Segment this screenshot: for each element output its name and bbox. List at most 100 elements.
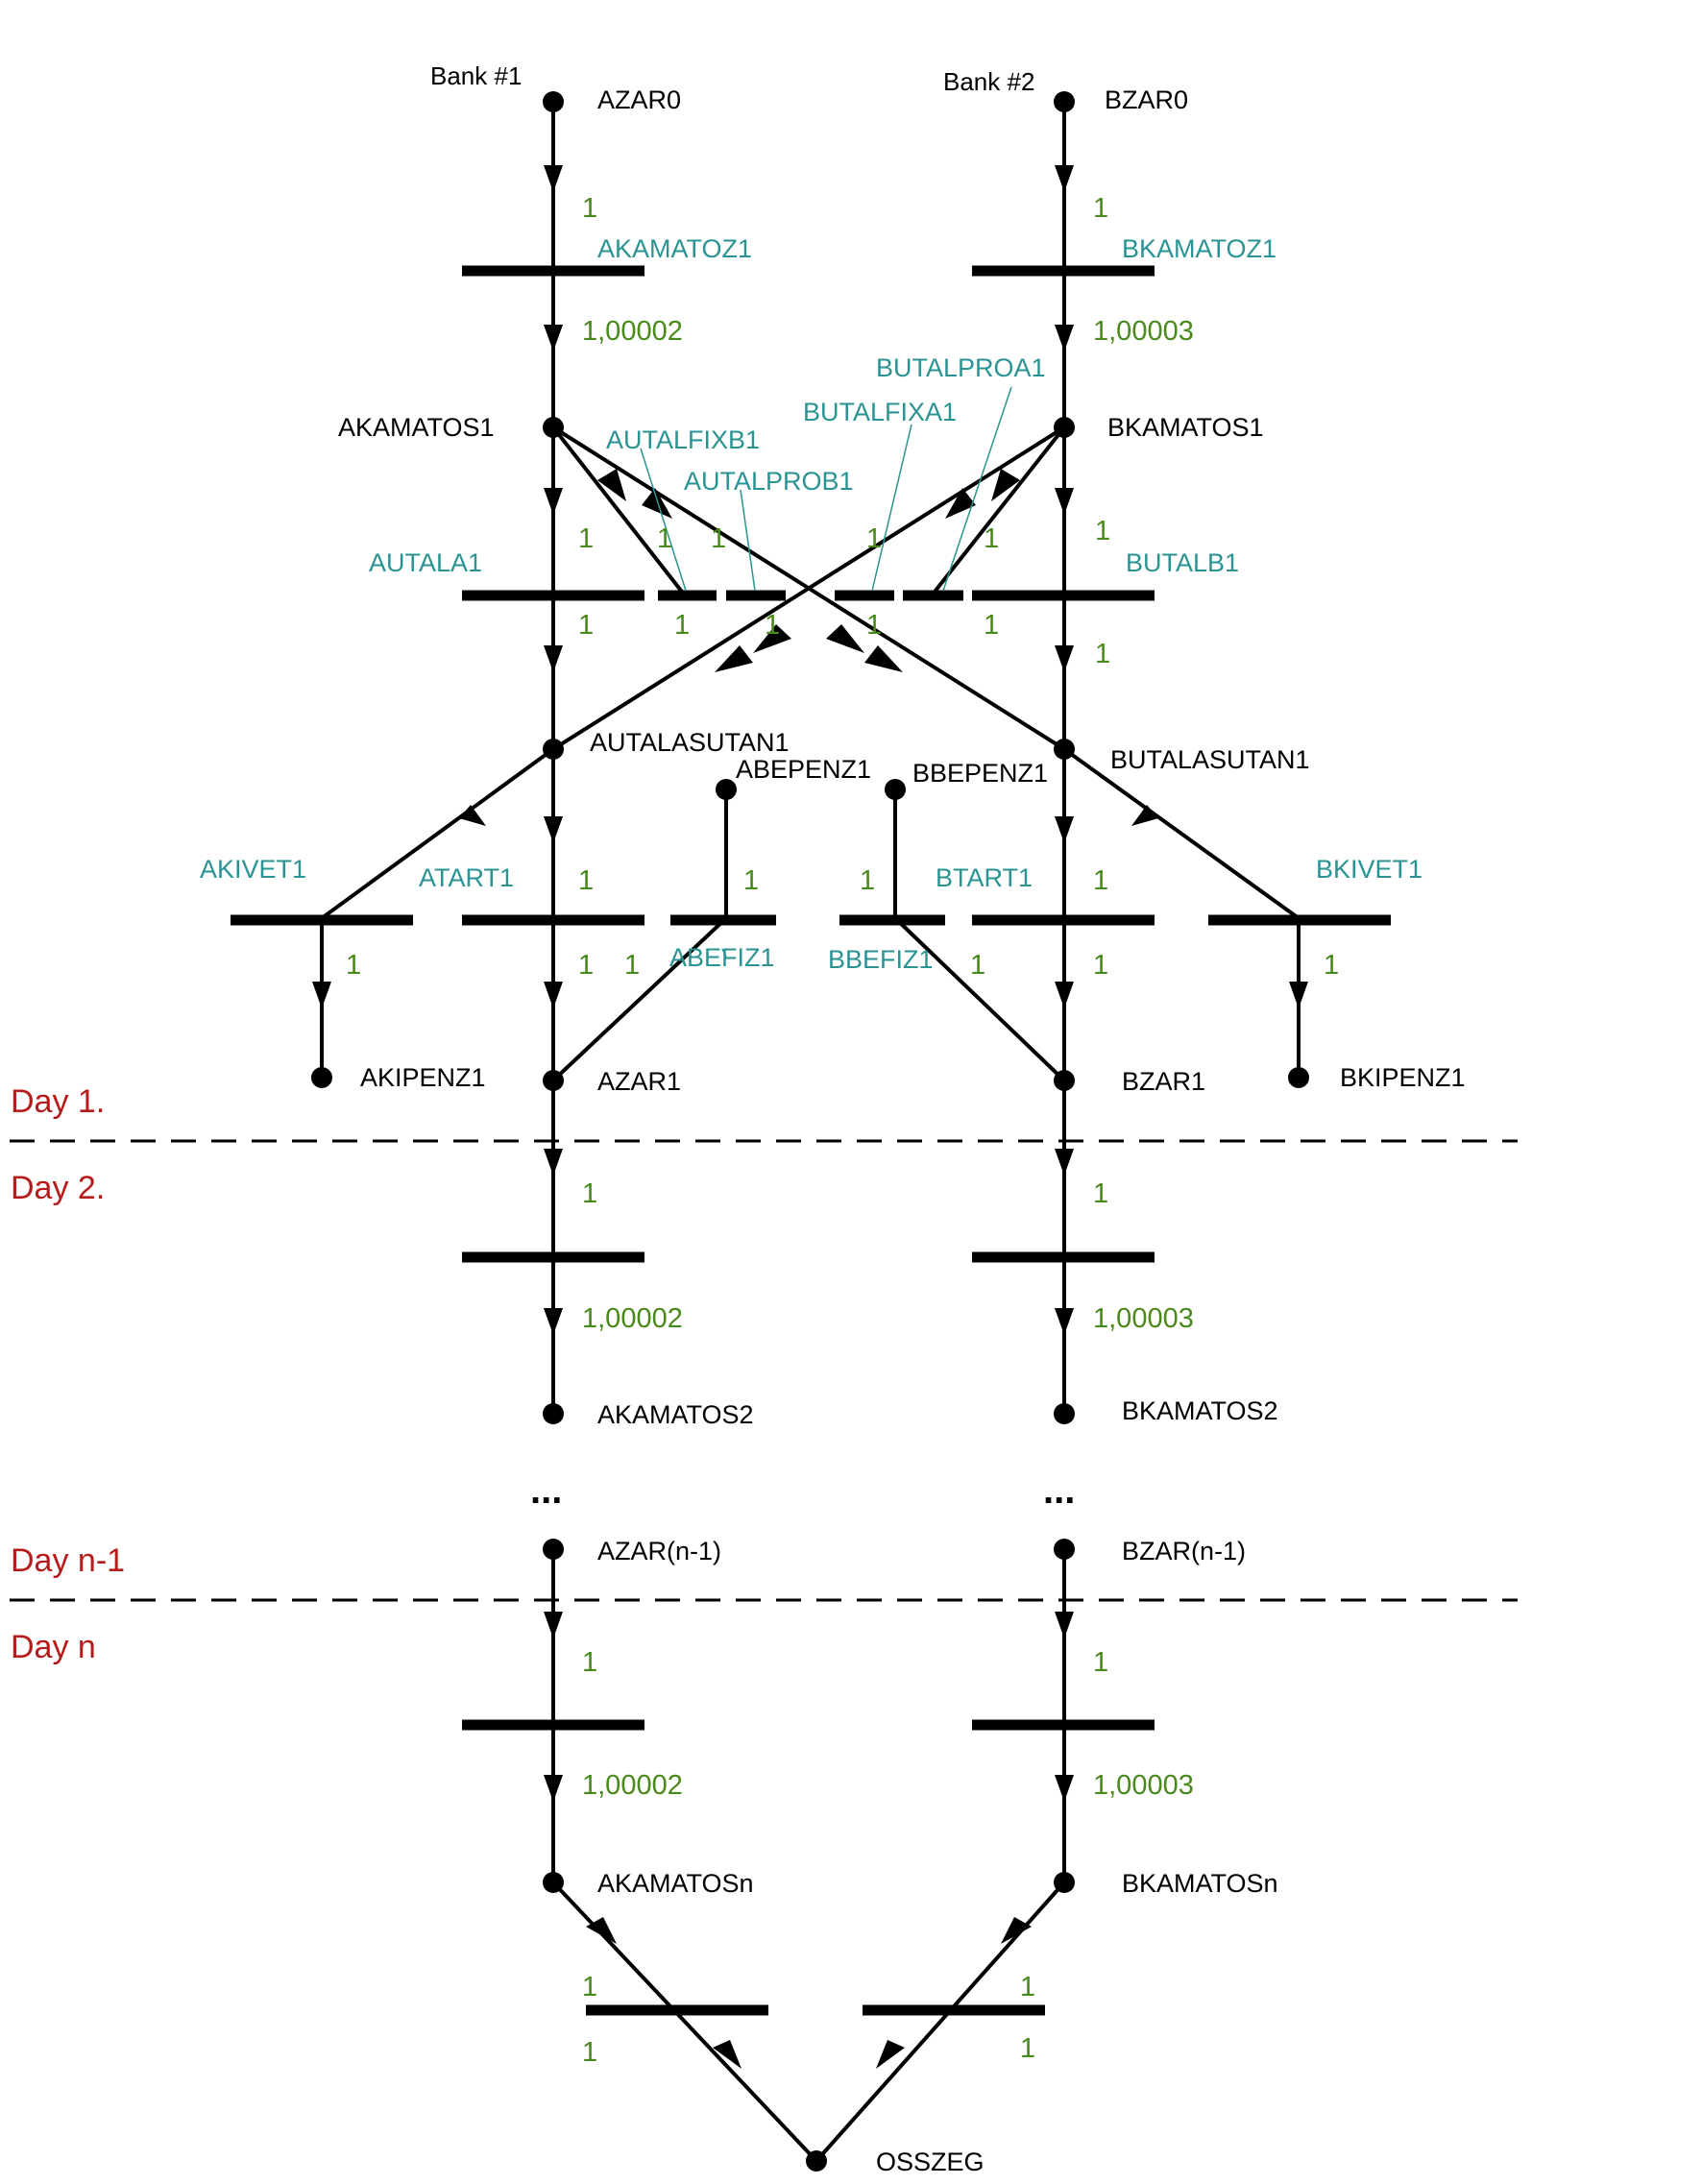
- label-osszeg: OSSZEG: [876, 2148, 985, 2176]
- label-bkamatosn: BKAMATOSn: [1122, 1869, 1278, 1898]
- label-bkivet1: BKIVET1: [1316, 855, 1422, 884]
- arrowhead: [1055, 1149, 1074, 1176]
- weight-label: 1: [970, 950, 985, 981]
- weight-label: 1: [582, 193, 597, 224]
- label-azar-n1: AZAR(n-1): [597, 1537, 721, 1565]
- label-bkamatos2: BKAMATOS2: [1122, 1396, 1278, 1425]
- label-atart1: ATART1: [419, 863, 514, 892]
- label-autalfixb1: AUTALFIXB1: [606, 425, 760, 454]
- label-abefiz1: ABEFIZ1: [669, 943, 775, 972]
- weight-label: 1: [1093, 950, 1108, 981]
- place-bzar-n1: [1054, 1539, 1075, 1560]
- label-bbefiz1: BBEFIZ1: [828, 945, 934, 974]
- weight-label: 1: [860, 865, 875, 896]
- label-butalasutan1: BUTALASUTAN1: [1110, 745, 1310, 774]
- place-akipenz1: [311, 1067, 332, 1088]
- label-akipenz1: AKIPENZ1: [360, 1063, 486, 1092]
- weight-label: 1: [711, 523, 726, 554]
- arrowhead: [991, 469, 1020, 501]
- weight-label: 1,00003: [1093, 316, 1194, 347]
- arrowhead: [586, 1917, 617, 1944]
- weight-label: 1: [657, 523, 672, 554]
- bank-1-label: Bank #1: [430, 61, 522, 90]
- arrowhead: [597, 469, 626, 501]
- weight-label: 1: [866, 610, 882, 641]
- arrowhead: [544, 325, 563, 352]
- weight-label: 1: [582, 1972, 597, 2002]
- weight-label: 1: [1020, 1972, 1035, 2002]
- arrowhead: [945, 488, 976, 519]
- place-azar0: [543, 91, 564, 112]
- weight-label: 1: [984, 523, 999, 554]
- arrowhead: [1055, 1775, 1074, 1802]
- arrowhead: [826, 624, 864, 653]
- arrowhead: [1055, 1308, 1074, 1335]
- weight-label: 1,00002: [582, 1770, 683, 1801]
- arrowhead: [544, 982, 563, 1008]
- arrowhead: [715, 645, 753, 672]
- place-akamatos2: [543, 1403, 564, 1424]
- day-2-label: Day 2.: [11, 1170, 105, 1206]
- weight-label: 1: [743, 865, 759, 896]
- label-bzar1: BZAR1: [1122, 1067, 1205, 1096]
- label-leaders: [640, 386, 1012, 958]
- weight-label: 1: [674, 610, 690, 641]
- arrowhead: [1055, 165, 1074, 192]
- place-bkamatosn: [1054, 1872, 1075, 1893]
- weight-label: 1: [1093, 865, 1108, 896]
- weight-label: 1: [1093, 193, 1108, 224]
- day-n-label: Day n: [11, 1629, 96, 1665]
- label-akamatosn: AKAMATOSn: [597, 1869, 754, 1898]
- label-akamatos1: AKAMATOS1: [338, 413, 495, 442]
- weight-label: 1,00003: [1093, 1303, 1194, 1334]
- arrowhead: [544, 1308, 563, 1335]
- arrowhead: [1055, 1612, 1074, 1638]
- label-abepenz1: ABEPENZ1: [736, 755, 871, 784]
- arrowhead: [642, 488, 672, 519]
- place-autalasutan1: [543, 739, 564, 760]
- label-btart1: BTART1: [936, 863, 1033, 892]
- arrowhead: [1055, 325, 1074, 352]
- place-azar-n1: [543, 1539, 564, 1560]
- weight-label: 1: [578, 523, 594, 554]
- arrowhead: [544, 645, 563, 672]
- arrowhead: [1055, 488, 1074, 515]
- arrowhead: [713, 2040, 742, 2069]
- arrowhead: [544, 165, 563, 192]
- weight-label: 1: [765, 610, 780, 641]
- weight-label: 1: [1093, 1178, 1108, 1209]
- arrowhead: [544, 488, 563, 515]
- label-azar0: AZAR0: [597, 85, 681, 114]
- arrowhead: [1289, 982, 1308, 1008]
- label-bzar0: BZAR0: [1105, 85, 1188, 114]
- arrowheads: [312, 165, 1308, 2069]
- weight-label: 1,00002: [582, 316, 683, 347]
- weight-label: 1,00002: [582, 1303, 683, 1334]
- label-butalb1: BUTALB1: [1126, 548, 1239, 577]
- place-abepenz1: [716, 779, 737, 800]
- weight-label: 1: [582, 1178, 597, 1209]
- ellipsis-b: ...: [1043, 1469, 1075, 1512]
- label-bkipenz1: BKIPENZ1: [1340, 1063, 1466, 1092]
- label-butalfixa1: BUTALFIXA1: [803, 398, 957, 426]
- place-butalasutan1: [1054, 739, 1075, 760]
- place-bkipenz1: [1288, 1067, 1309, 1088]
- arrowhead: [1055, 645, 1074, 672]
- place-akamatos1: [543, 417, 564, 438]
- weight-label: 1: [578, 950, 594, 981]
- label-bzar-n1: BZAR(n-1): [1122, 1537, 1246, 1565]
- arrowhead: [753, 624, 791, 653]
- weight-label: 1: [624, 950, 640, 981]
- place-azar1: [543, 1070, 564, 1091]
- label-bkamatos1: BKAMATOS1: [1107, 413, 1264, 442]
- day-n1-label: Day n-1: [11, 1542, 125, 1579]
- weight-label: 1,00003: [1093, 1770, 1194, 1801]
- weight-label: 1: [346, 950, 361, 981]
- weight-label: 1: [984, 610, 999, 641]
- weight-label: 1: [1095, 516, 1110, 546]
- weight-label: 1: [1020, 2033, 1035, 2064]
- label-autala1: AUTALA1: [369, 548, 482, 577]
- weight-label: 1: [582, 2037, 597, 2068]
- ellipsis-a: ...: [530, 1469, 562, 1512]
